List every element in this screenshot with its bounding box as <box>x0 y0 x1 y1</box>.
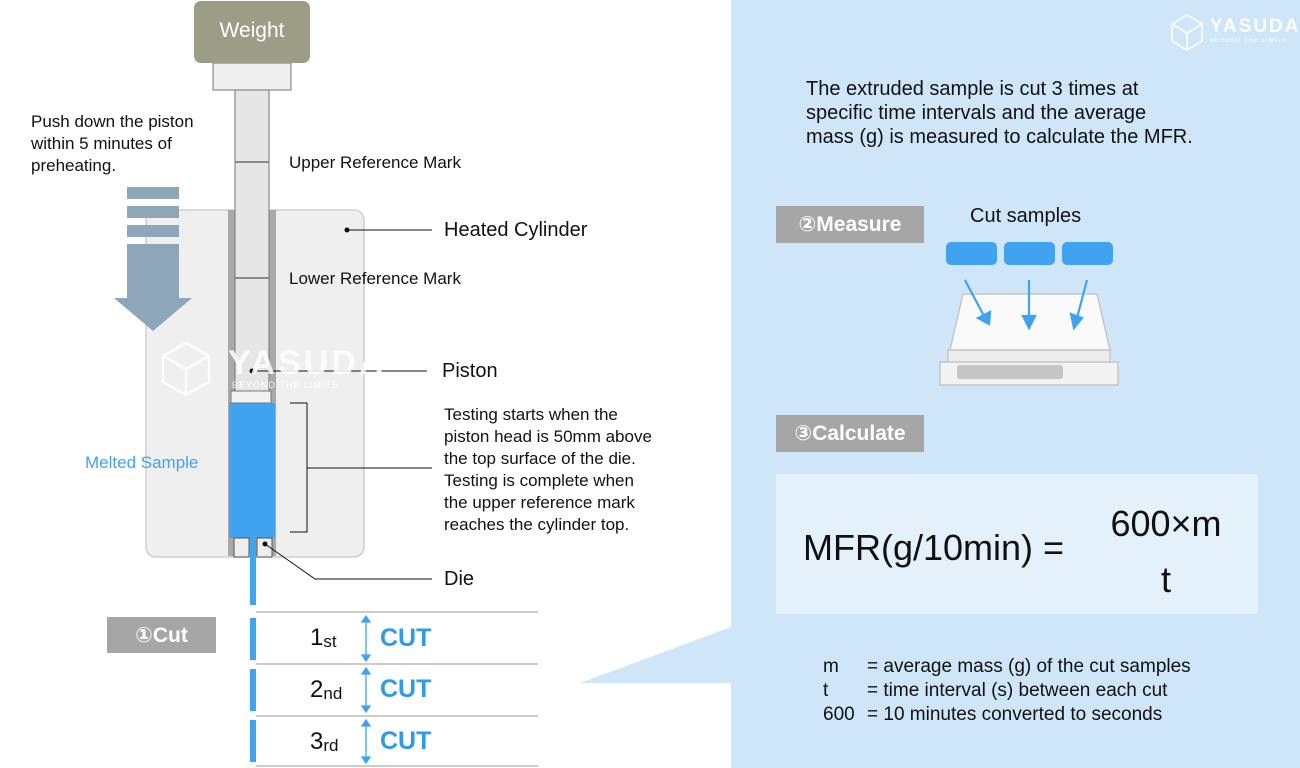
die-left-block <box>233 537 250 558</box>
piston-rod <box>234 89 270 394</box>
sample-chip-3 <box>1062 242 1113 265</box>
brand-logo: YASUDA <box>1210 16 1300 37</box>
scale <box>939 293 1119 386</box>
definition-symbol: 600 <box>823 704 855 725</box>
push-instruction-line-2: within 5 minutes of <box>31 134 172 153</box>
watermark-logo: YASUDA <box>228 344 387 382</box>
brand-tagline: BEYOND THE LIMITS <box>1210 38 1287 44</box>
cut-segment-2 <box>250 669 256 711</box>
push-instruction-line-3: preheating. <box>31 156 117 175</box>
melted-sample-fill <box>229 403 275 538</box>
arrow-stripe-3 <box>127 225 179 237</box>
testing-note-line-5: the upper reference mark <box>444 493 635 512</box>
cut-ordinal-3: 3rd <box>310 728 338 756</box>
cut-word-3: CUT <box>380 727 432 755</box>
definition-meaning: = time interval (s) between each cut <box>867 680 1168 701</box>
weight-holder <box>212 62 292 91</box>
cut-ordinal-num: 2 <box>310 676 324 703</box>
definition-meaning: = 10 minutes converted to seconds <box>867 704 1163 725</box>
melted-sample-label: Melted Sample <box>85 453 199 472</box>
cut-word-1: CUT <box>380 624 432 652</box>
measure-step-tag: ②Measure <box>776 206 924 243</box>
cut-ordinal-suffix: nd <box>323 684 343 703</box>
cut-segment-3 <box>250 720 256 762</box>
formula-denominator: t <box>1160 559 1171 600</box>
testing-note-line-4: Testing is complete when <box>444 471 634 490</box>
die-label: Die <box>444 568 475 590</box>
lower-reference-mark-label: Lower Reference Mark <box>289 269 461 288</box>
weight-label: Weight <box>219 19 285 42</box>
arrow-head <box>114 298 192 331</box>
watermark-tagline: BEYOND THE LIMITS <box>232 380 339 390</box>
definition-row-m: m = average mass (g) of the cut samples <box>823 656 1191 678</box>
arrow-shaft <box>127 244 179 298</box>
intro-line-3: mass (g) is measured to calculate the MF… <box>806 126 1193 148</box>
intro-line-1: The extruded sample is cut 3 times at <box>806 78 1139 100</box>
callout-wedge <box>580 627 731 683</box>
testing-note-line-1: Testing starts when the <box>444 405 618 424</box>
die-right-block <box>256 537 273 558</box>
cut-ordinal-suffix: st <box>323 632 337 651</box>
definition-symbol: m <box>823 656 839 677</box>
cut-ordinal-num: 3 <box>310 728 324 755</box>
formula-lhs: MFR(g/10min) = <box>803 527 1065 568</box>
cut-ordinal-suffix: rd <box>323 736 339 755</box>
push-instruction-line-1: Push down the piston <box>31 112 194 131</box>
intro-line-2: specific time intervals and the average <box>806 102 1147 124</box>
cut-word-2: CUT <box>380 675 432 703</box>
cut-segment-1 <box>250 618 256 660</box>
definition-symbol: t <box>823 680 829 701</box>
logo-icon <box>1171 13 1203 52</box>
definition-row-600: 600 = 10 minutes converted to seconds <box>823 704 1162 726</box>
piston-head <box>230 390 272 404</box>
formula-box <box>776 474 1258 614</box>
definition-row-t: t = time interval (s) between each cut <box>823 680 1167 702</box>
cut-ordinal-1: 1st <box>310 624 337 652</box>
arrow-stripe-2 <box>127 206 179 218</box>
testing-note-line-6: reaches the cylinder top. <box>444 515 630 534</box>
cut-ordinal-num: 1 <box>310 624 324 651</box>
die-channel <box>250 538 256 557</box>
piston-label: Piston <box>442 360 498 382</box>
cut-step-tag: ①Cut <box>107 617 216 653</box>
sample-chip-2 <box>1004 242 1055 265</box>
testing-note-line-2: piston head is 50mm above <box>444 427 652 446</box>
weight-block <box>194 1 310 63</box>
heated-cylinder-label: Heated Cylinder <box>444 219 588 241</box>
cut-ordinal-2: 2nd <box>310 676 342 704</box>
watermark-icon <box>161 341 211 397</box>
testing-note-line-3: the top surface of the die. <box>444 449 636 468</box>
arrow-stripe-1 <box>127 187 179 199</box>
formula-numerator: 600×m <box>1110 503 1222 544</box>
extruded-strand <box>250 557 256 605</box>
cut-samples-label: Cut samples <box>970 205 1082 227</box>
definition-meaning: = average mass (g) of the cut samples <box>867 656 1191 677</box>
calculate-step-tag: ③Calculate <box>776 415 924 452</box>
upper-reference-mark-label: Upper Reference Mark <box>289 153 461 172</box>
sample-chip-1 <box>946 242 997 265</box>
